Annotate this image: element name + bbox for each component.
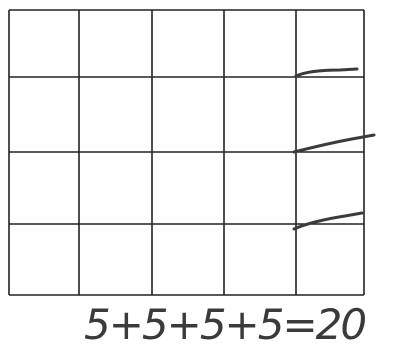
equation-handwritten: 5+5+5+5=20 [84,300,367,349]
hand-drawn-mark [292,133,376,154]
hand-drawn-mark [294,67,359,78]
array-grid [8,9,365,296]
hand-drawn-row-marks [292,67,376,231]
hand-drawn-mark [292,211,364,231]
